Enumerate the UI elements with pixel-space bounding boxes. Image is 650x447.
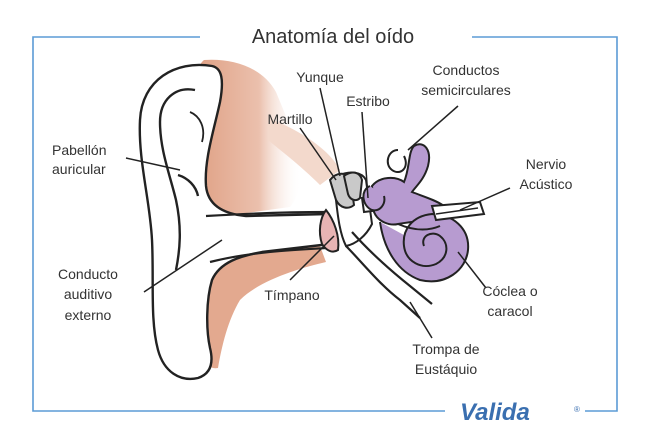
label-nervio-line2: Acústico	[520, 176, 573, 192]
label-semicirc-line2: semicirculares	[421, 82, 510, 98]
label-timpano: Tímpano	[264, 287, 319, 303]
label-pabellon-line2: auricular	[52, 161, 106, 177]
inner-ear	[362, 143, 470, 283]
label-semicirc-line1: Conductos	[433, 62, 500, 78]
label-conducto-line1: Conducto	[58, 266, 118, 282]
valida-logo: Valida ®	[460, 399, 580, 426]
label-pabellon-line1: Pabellón	[52, 142, 107, 158]
leader-lines	[125, 87, 511, 339]
page-title: Anatomía del oído	[252, 26, 414, 48]
label-nervio-line1: Nervio	[526, 156, 567, 172]
label-coclea-line2: caracol	[487, 303, 532, 319]
head-tissue	[195, 59, 340, 369]
ear-canal	[205, 210, 329, 264]
label-trompa-line1: Trompa de	[412, 341, 479, 357]
label-trompa-line2: Eustáquio	[415, 361, 477, 377]
label-yunque: Yunque	[296, 69, 344, 85]
label-estribo: Estribo	[346, 93, 390, 109]
outer-ear	[138, 63, 332, 381]
label-conducto-line3: externo	[65, 307, 112, 323]
label-conducto-line2: auditivo	[64, 286, 112, 302]
frame	[32, 36, 618, 412]
logo-registered-mark: ®	[574, 405, 580, 414]
label-martillo: Martillo	[267, 111, 312, 127]
label-coclea-line1: Cóclea o	[482, 283, 537, 299]
logo-text: Valida	[460, 399, 530, 426]
acoustic-nerve	[430, 200, 486, 222]
labels: Pabellón auricular Conducto auditivo ext…	[52, 62, 573, 377]
